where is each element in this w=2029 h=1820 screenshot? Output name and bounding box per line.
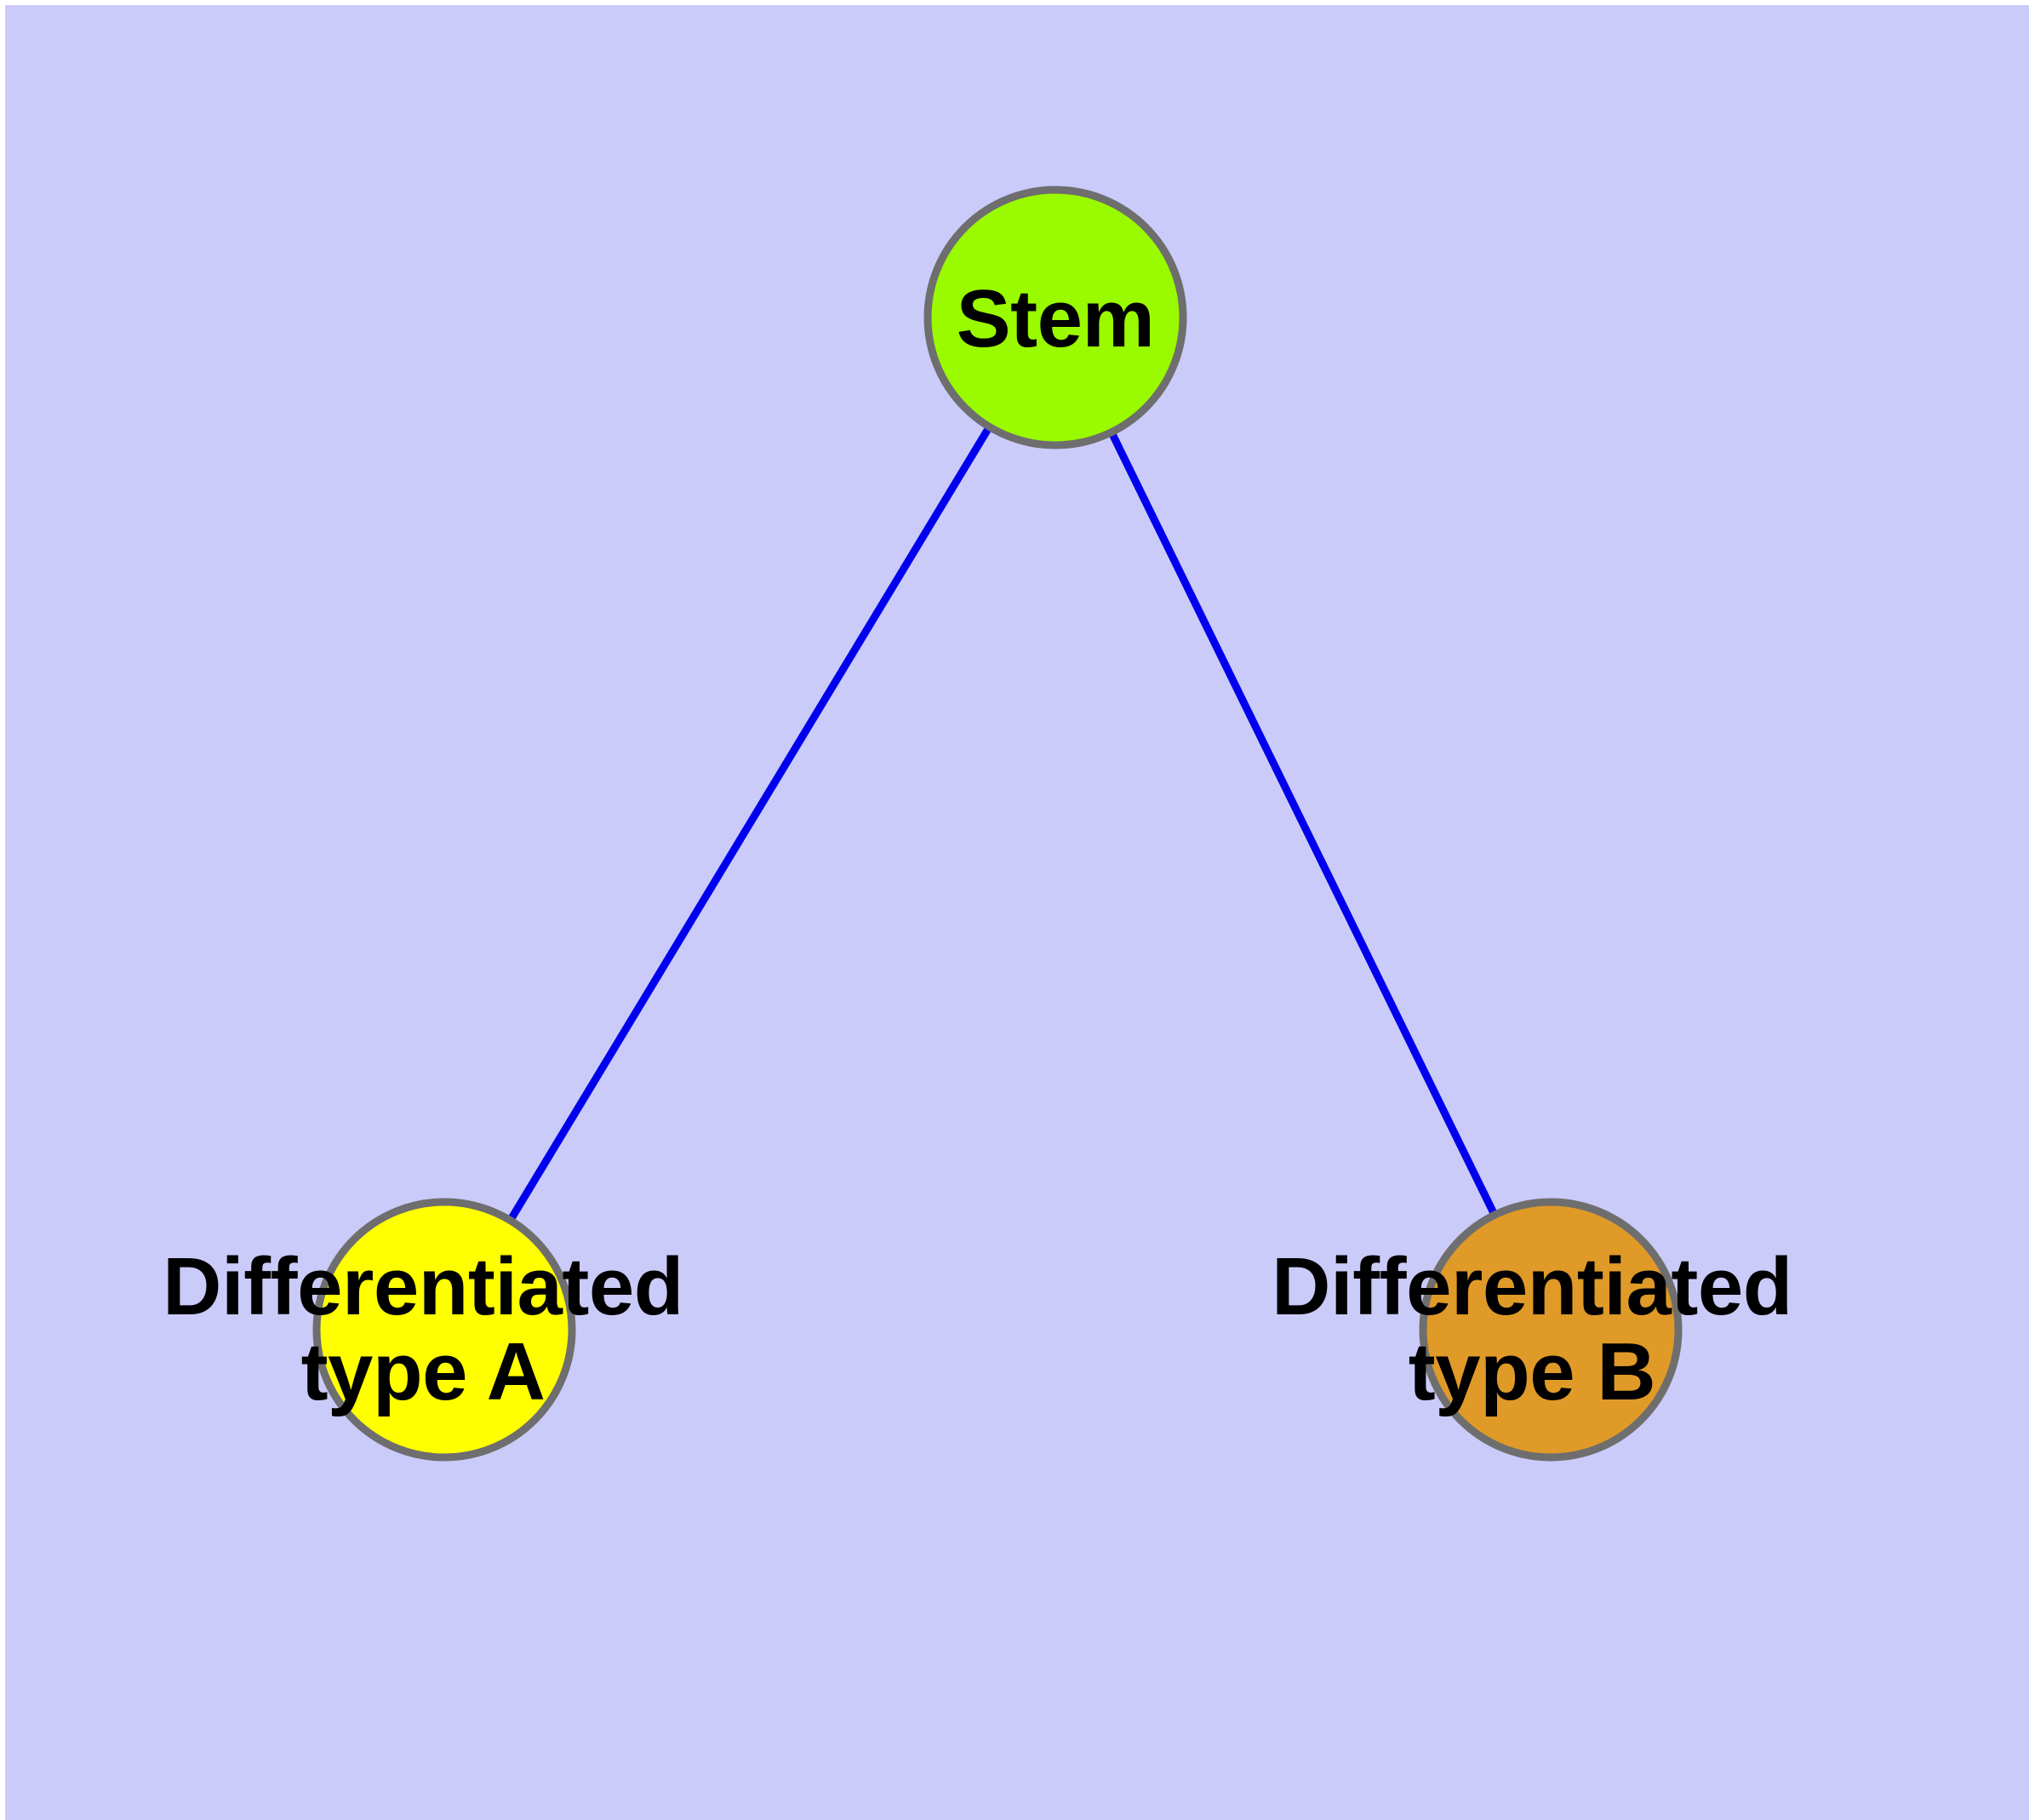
edge-layer xyxy=(441,315,1555,1332)
node-circle-diff-a[interactable] xyxy=(312,1198,576,1462)
edge-stem-to-diff-a[interactable] xyxy=(441,315,1059,1332)
edge-stem-to-diff-b[interactable] xyxy=(1051,316,1555,1331)
node-circle-diff-b[interactable] xyxy=(1419,1198,1683,1462)
node-layer xyxy=(312,186,1683,1462)
node-circle-stem[interactable] xyxy=(923,186,1187,449)
